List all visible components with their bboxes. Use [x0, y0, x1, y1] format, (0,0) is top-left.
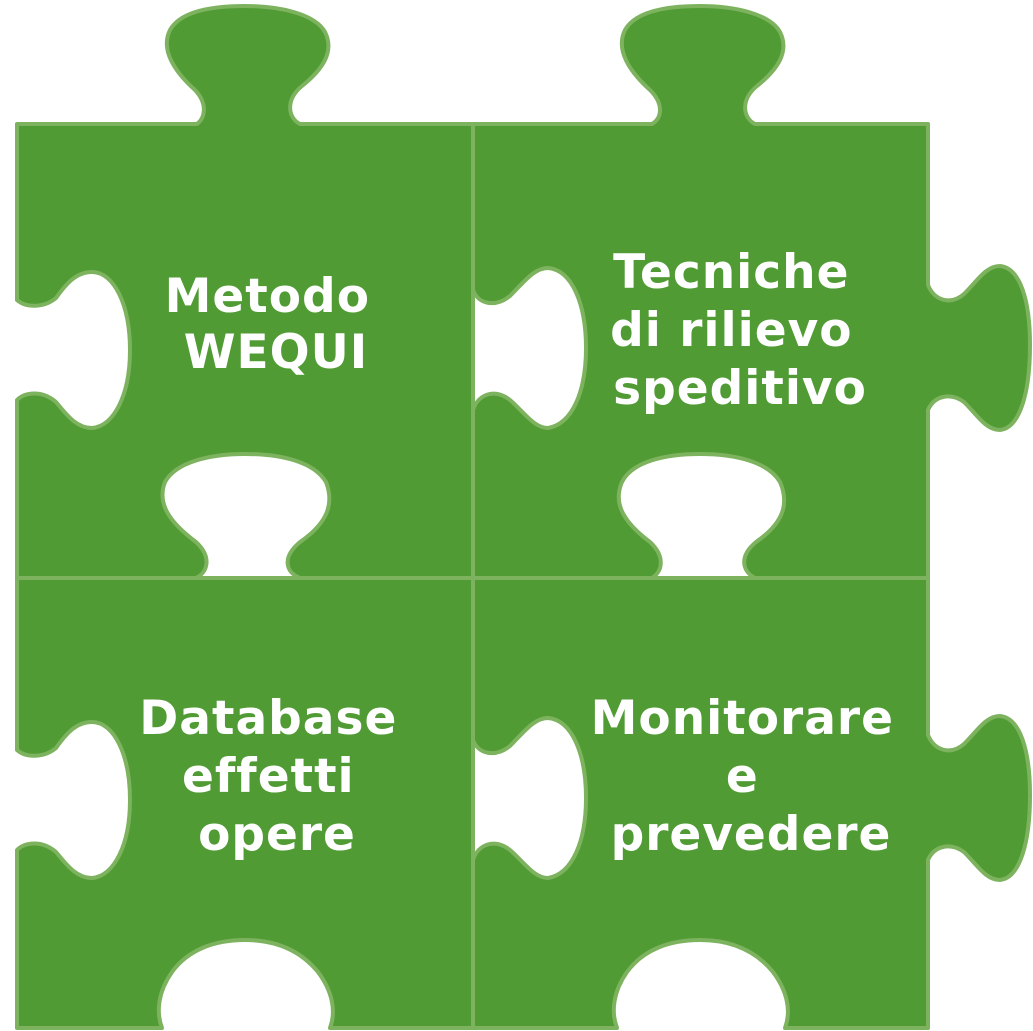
puzzle-piece-metodo-wequi — [15, 4, 475, 580]
puzzle-piece-monitorare-prevedere — [471, 576, 1032, 1030]
puzzle-piece-shape — [15, 4, 475, 580]
label-line: di rilievo — [610, 303, 852, 358]
label-line: effetti — [182, 749, 355, 804]
label-line: e — [726, 749, 759, 804]
piece-label-database-effetti: Database effetti opere — [139, 691, 415, 862]
label-line: WEQUI — [184, 325, 369, 380]
label-line: Metodo — [165, 269, 370, 324]
label-line: Monitorare — [591, 691, 894, 746]
label-line: Tecniche — [613, 245, 849, 300]
piece-label-tecniche-rilievo: Tecniche di rilievo speditivo — [610, 245, 870, 416]
puzzle-piece-shape — [471, 576, 1032, 1030]
label-line: Database — [139, 691, 397, 746]
puzzle-piece-database-effetti — [15, 576, 475, 1030]
label-line: speditivo — [613, 361, 867, 416]
piece-label-metodo-wequi: Metodo WEQUI — [165, 269, 388, 380]
label-line: prevedere — [611, 807, 892, 862]
puzzle-piece-shape — [15, 576, 475, 1030]
piece-label-monitorare-prevedere: Monitorare e prevedere — [591, 691, 912, 862]
label-line: opere — [198, 807, 356, 862]
